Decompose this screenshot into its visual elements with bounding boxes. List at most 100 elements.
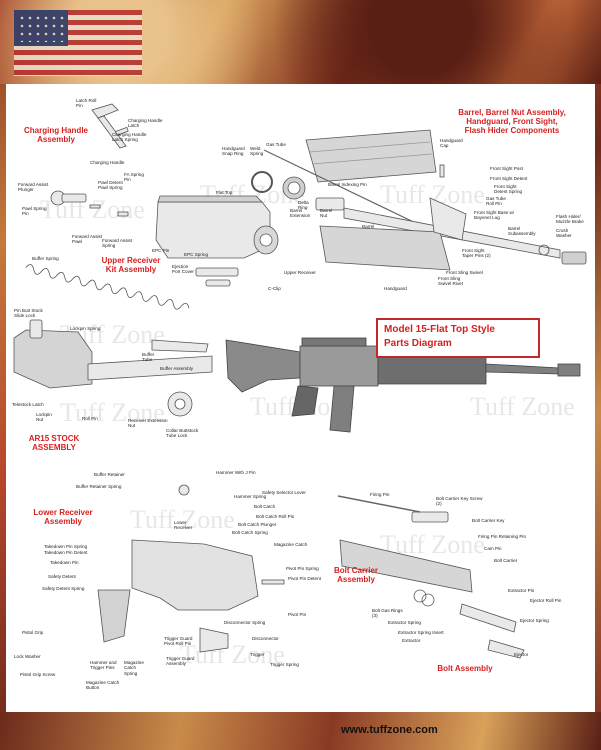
part-label: Handguard Cap <box>440 138 463 149</box>
part-label: Front Sling Swivel Rivet <box>438 276 464 287</box>
buffer-spring-part <box>25 264 190 310</box>
part-label: Hammer and Trigger Pins <box>90 660 117 671</box>
part-label: Crush Washer <box>556 228 572 239</box>
charging-handle-part <box>91 103 129 149</box>
part-label: Buffer Retainer <box>94 472 125 477</box>
barrel-assembly-part <box>251 129 587 271</box>
part-label: Lower Receiver <box>174 520 193 531</box>
part-label: Barrel Indexing Pin <box>328 182 367 187</box>
part-label: Takedown Pin Spring <box>44 544 88 549</box>
part-label: Barrel Nut <box>320 208 333 219</box>
part-label: Front Sling Swivel <box>446 270 483 275</box>
part-label: Extractor <box>402 638 421 643</box>
lower-receiver-section-title: Lower Receiver Assembly <box>33 508 93 527</box>
stock-part <box>13 319 213 417</box>
part-label: Safety Selector Lever <box>262 490 306 495</box>
part-label: Trigger Guard Assembly <box>166 656 195 667</box>
part-label: Front Sight Post <box>490 166 523 171</box>
part-label: Charging Handle <box>90 160 125 165</box>
part-label: Charging Handle Latch Spring <box>112 132 147 143</box>
part-label: Hammer Spring <box>234 494 267 499</box>
upper-receiver-section-title: Upper Receiver Kit Assembly <box>101 256 161 275</box>
part-label: Delta Ring <box>298 200 309 211</box>
camo-footer-band <box>0 712 601 750</box>
part-label: Pistol Grip <box>22 630 44 635</box>
part-label: Takedown Pin Detent <box>44 550 88 555</box>
part-label: Flat Top <box>216 190 233 195</box>
part-label: Bolt Catch Plunger <box>238 522 277 527</box>
part-label: Lockpin Spring <box>70 326 101 331</box>
american-flag-image <box>14 10 142 76</box>
part-label: Ejection Port Cover <box>172 264 194 275</box>
part-label: Barrel Extension <box>290 208 311 219</box>
part-label: Trigger <box>250 652 265 657</box>
stock-section-title: AR15 STOCK ASSEMBLY <box>28 434 80 453</box>
part-label: EPC Pin <box>152 248 170 253</box>
part-label: Roll Pin <box>82 416 98 421</box>
part-label: Forward Assist Spring <box>102 238 133 249</box>
part-label: Flash Hider/ Muzzle Brake <box>556 214 584 225</box>
part-label: Forward Assist Pawl <box>72 234 103 245</box>
part-label: Pistol Grip Screw <box>20 672 56 677</box>
part-label: Lockpin Nut <box>36 412 52 423</box>
part-label: Bolt Catch Roll Pin <box>256 514 295 519</box>
part-label: Extractor Pin <box>508 588 535 593</box>
part-label: Magazine Catch Button <box>86 680 120 691</box>
part-label: Pivot Pin Spring <box>286 566 319 571</box>
watermark-text: Tuff Zone <box>180 640 285 669</box>
part-label: Front Sight Taper Pins (2) <box>462 248 491 259</box>
lower-receiver-part <box>97 484 285 653</box>
part-label: Hammer With J Pin <box>216 470 256 475</box>
part-label: Front Sight Detent Spring <box>494 184 523 195</box>
bolt-carrier-part <box>337 495 525 659</box>
diagram-subtitle: Parts Diagram <box>384 338 452 349</box>
part-label: Latch Roll Pin <box>76 98 97 109</box>
part-label: Handguard Snap Ring <box>222 146 245 157</box>
part-label: Firing Pin <box>370 492 390 497</box>
part-label: Trigger Guard Pivot Roll Pin <box>164 636 193 647</box>
part-label: Buffer Tube <box>142 352 155 363</box>
part-label: Disconnector <box>252 636 279 641</box>
part-label: Bolt Carrier Key <box>472 518 505 523</box>
part-label: Pivot Pin <box>288 612 307 617</box>
barrel-section-title: Barrel, Barrel Nut Assembly, Handguard, … <box>458 108 566 136</box>
part-label: Buffer Assembly <box>160 366 194 371</box>
part-label: Lock Washer <box>14 654 41 659</box>
part-label: Pawl Spring Pin <box>22 206 47 217</box>
part-label: Receiver Extension Nut <box>128 418 168 429</box>
forward-assist-part <box>50 190 129 217</box>
part-label: Extractor Spring <box>388 620 421 625</box>
part-label: EPC Spring <box>184 252 209 257</box>
part-label: Safety Detent Spring <box>42 586 85 591</box>
part-label: Bolt Gas Rings (3) <box>372 608 403 619</box>
part-label: Forward Assist Plunger <box>18 182 49 193</box>
part-label: Trigger Spring <box>270 662 299 667</box>
part-label: Pivot Pin Detent <box>288 576 321 581</box>
part-label: Bolt Carrier Key Screw (2) <box>436 496 483 507</box>
part-label: Pawl Detent Pawl Spring <box>98 180 123 191</box>
part-label: Gas Tube Roll Pin <box>486 196 506 207</box>
part-label: Telestock Latch <box>12 402 44 407</box>
part-label: Bolt Carrier <box>494 558 518 563</box>
watermark-text: Tuff Zone <box>470 392 575 421</box>
part-label: Weld Spring <box>250 146 264 157</box>
part-label: Ejector Roll Pin <box>530 598 562 603</box>
part-label: Cam Pin <box>484 546 502 551</box>
part-label: Front Sight Base w/ Bayonet Lug <box>474 210 515 221</box>
part-label: C-Clip <box>268 286 281 291</box>
part-label: Disconnector Spring <box>224 620 266 625</box>
part-label: Charging Handle Latch <box>128 118 163 129</box>
part-label: Barrel <box>362 224 375 229</box>
diagram-title: Model 15-Flat Top Style <box>384 324 495 335</box>
diagram-title-box: Model 15-Flat Top Style Parts Diagram <box>376 318 540 358</box>
part-label: Collar Buttstock Tube Lock <box>166 428 199 439</box>
part-label: Safety Detent <box>48 574 76 579</box>
footer-url[interactable]: www.tuffzone.com <box>341 724 438 736</box>
part-label: Handguard <box>384 286 407 291</box>
part-label: Front Sight Detent <box>490 176 528 181</box>
part-label: Upper Receiver <box>284 270 316 275</box>
part-label: Bolt Catch Spring <box>232 530 268 535</box>
watermark-text: Tuff Zone <box>60 398 165 427</box>
part-label: Bolt Catch <box>254 504 276 509</box>
